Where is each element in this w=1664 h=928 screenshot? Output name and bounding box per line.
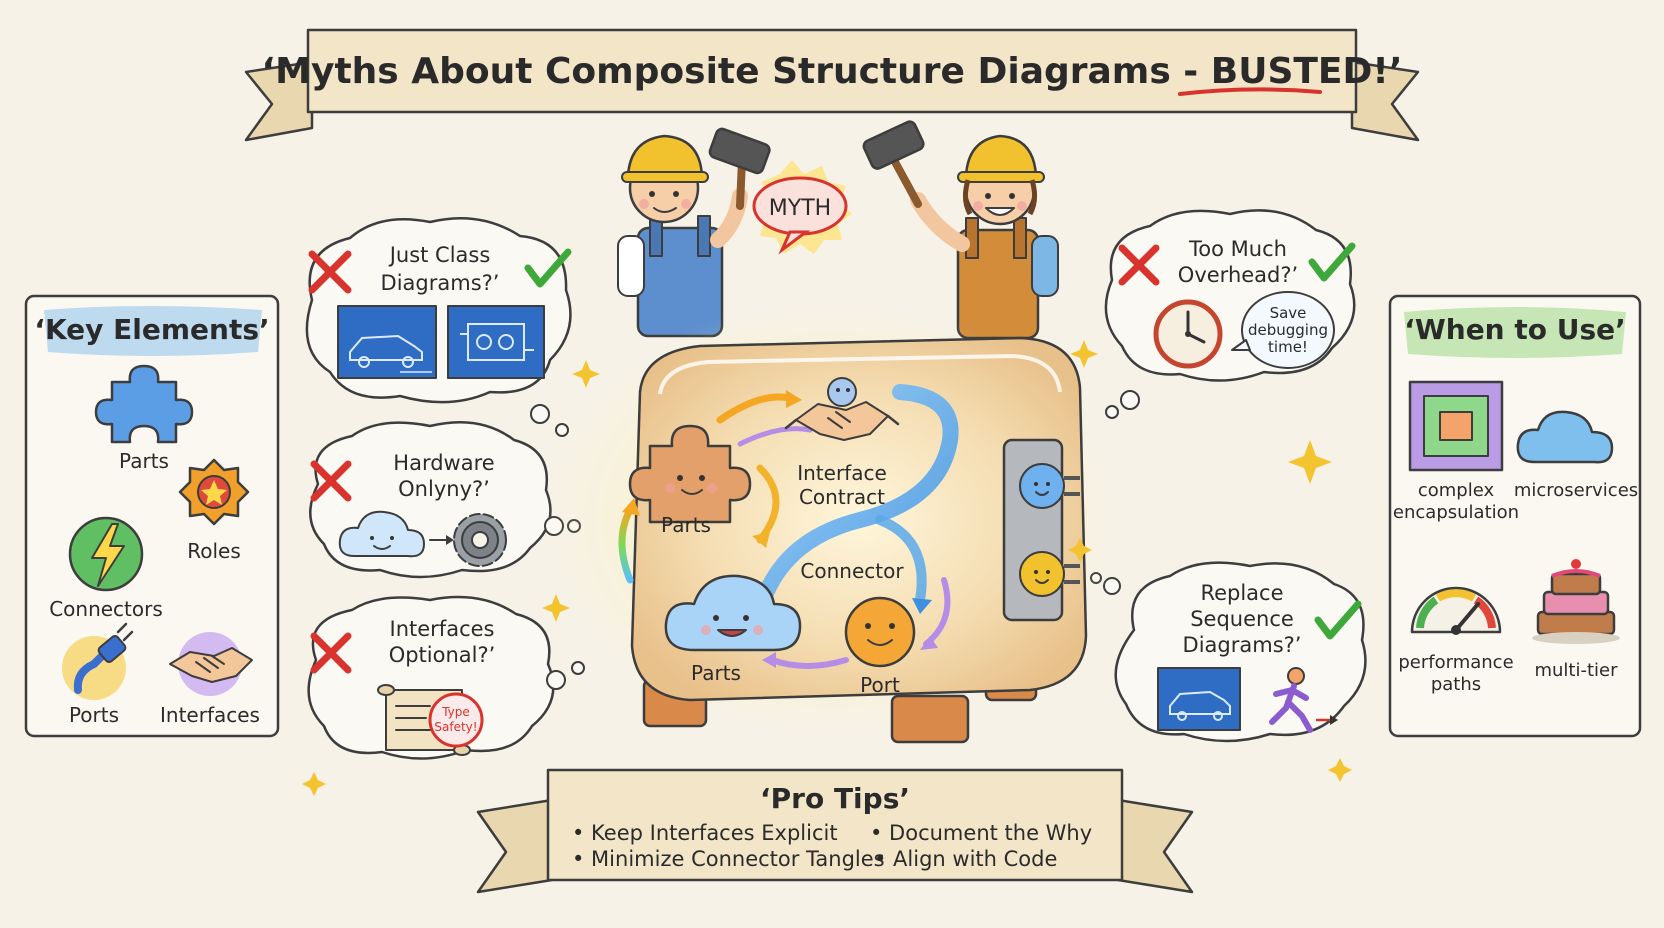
myth-bubble-too-much-overhead: Too Much Overhead?’ Save debugging time! [1104,209,1356,419]
blueprint-engine-icon [447,305,545,379]
title-banner: ‘Myths About Composite Structure Diagram… [244,28,1420,142]
connector-label: Connector [800,559,904,583]
myth-bubble-label: MYTH [769,196,831,221]
nested-squares-icon [1408,380,1504,472]
use-label-multi-tier: multi-tier [1534,660,1618,681]
key-element-label-ports: Ports [69,703,119,727]
use-label-paths: paths [1431,674,1481,695]
interface-contract-line2: Contract [799,485,885,509]
socket-panel [1002,438,1080,622]
page-title: ‘Myths About Composite Structure Diagram… [261,51,1402,92]
stamp-text-type: Type [441,705,470,719]
lightning-icon [68,516,144,592]
myth-class-line1: Just Class [388,243,491,267]
cloud-part-icon [664,574,802,652]
connector-pipe [752,384,959,618]
handshake-icon [169,632,253,696]
worker-right [862,120,1059,340]
use-label-microservices: microservices [1514,480,1638,501]
port-icon [844,596,916,668]
yellow-plug-icon [1019,551,1080,597]
port-label: Port [860,673,900,697]
clock-icon [1153,299,1223,369]
key-elements-heading: ‘Key Elements’ [34,313,269,346]
gauge-icon [1410,586,1502,635]
busted-highlight: BUSTED! [1211,51,1389,92]
parts-top-label: Parts [661,513,711,537]
myth-bubble-class-diagrams: Just Class Diagrams?’ [305,216,572,437]
hammer-icon [708,127,771,210]
myth-x-icon [310,460,352,502]
pro-tips-banner: ‘Pro Tips’ • Keep Interfaces Explicit • … [476,768,1194,894]
myth-interfaces-line1: Interfaces [390,617,495,641]
blueprint-car-icon [1157,667,1241,731]
myth-bubble-replace-sequence: Replace Sequence Diagrams?’ [1090,561,1367,743]
speech-bubble-save-time: Save debugging time! [1231,291,1335,369]
plug-icon [62,622,134,700]
myth-x-icon [1118,244,1160,286]
myth-sequence-line2: Sequence [1190,607,1294,631]
composite-structure-box: Interface Contract Parts Connector Parts… [542,300,1122,744]
role-badge-icon [178,458,250,526]
use-label-encapsulation: encapsulation [1393,502,1519,523]
type-safety-stamp: Type Safety! [428,692,484,748]
myth-hardware-line1: Hardware [393,451,494,475]
key-element-label-connectors: Connectors [49,597,163,621]
myth-overhead-line1: Too Much [1188,237,1287,261]
cloud-smile-icon [338,510,425,558]
parts-bottom-label: Parts [691,661,741,685]
myth-sequence-line3: Diagrams?’ [1183,633,1302,657]
check-mark-icon [1314,600,1362,640]
busted-underline [1178,87,1322,96]
pro-tip-item: • Align with Code [874,847,1057,871]
check-mark-icon [1308,242,1356,282]
myth-x-icon [308,250,352,294]
use-label-complex: complex [1418,480,1495,501]
puzzle-part-icon [628,424,752,524]
pro-tip-item: • Keep Interfaces Explicit [572,821,838,845]
myth-hardware-line2: Onlyny?’ [398,477,490,501]
blue-plug-icon [1019,463,1080,509]
myth-interfaces-line2: Optional?’ [389,643,496,667]
myth-class-line2: Diagrams?’ [381,271,500,295]
blueprint-car-icon [337,305,437,379]
myth-overhead-line2: Overhead?’ [1178,263,1298,287]
speech-save: Save [1270,304,1307,322]
interface-contract-icon [784,377,900,441]
myth-bubble-hardware-only: Hardware Onlyny?’ [309,420,581,579]
running-figure-icon [1269,667,1338,733]
myth-bubble-interfaces-optional: Interfaces Optional?’ Type Safety! [307,595,585,760]
when-to-use-heading: ‘When to Use’ [1404,313,1626,346]
pro-tip-item: • Document the Why [870,821,1092,845]
interface-contract-line1: Interface [797,461,887,485]
stamp-text-safety: Safety! [434,720,477,734]
puzzle-piece-icon [94,364,194,444]
speech-debugging: debugging [1248,321,1328,339]
key-element-label-roles: Roles [187,539,241,563]
when-to-use-panel: ‘When to Use’ complex encapsulation micr… [1388,294,1642,738]
cloud-icon [1516,410,1614,464]
pro-tips-heading: ‘Pro Tips’ [760,782,910,815]
key-element-label-interfaces: Interfaces [160,703,260,727]
layered-cake-icon [1532,559,1620,644]
myth-sequence-line1: Replace [1200,581,1283,605]
use-label-performance: performance [1398,652,1513,673]
myth-x-icon [310,632,352,674]
gear-icon [453,513,507,567]
check-mark-icon [524,248,572,288]
myth-burst: MYTH [752,160,852,255]
worker-left [617,127,771,338]
hammer-icon [862,120,925,208]
pro-tip-item: • Minimize Connector Tangles [572,847,885,871]
key-elements-panel: ‘Key Elements’ Parts Roles Connectors Po… [24,294,280,738]
speech-time: time! [1268,338,1308,356]
key-element-label-parts: Parts [119,449,169,473]
